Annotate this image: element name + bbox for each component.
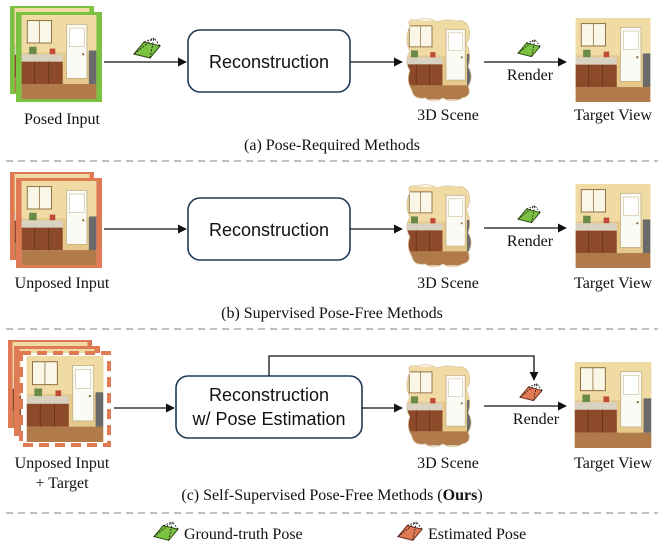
legend-est-label: Estimated Pose (428, 526, 526, 543)
panel-b-caption: (b) Supervised Pose-Free Methods (221, 305, 443, 322)
panel-b: Unposed Input Reconstruction 3D Scene Re… (10, 172, 652, 322)
posed-input-label: Posed Input (24, 111, 101, 128)
panel-a-caption: (a) Pose-Required Methods (244, 137, 420, 154)
ground-truth-pose-icon (517, 39, 541, 58)
unposed-input-label: Unposed Input (15, 455, 110, 472)
reconstruction-label: Reconstruction (209, 220, 329, 240)
ground-truth-pose-icon (517, 205, 541, 224)
ground-truth-pose-icon (133, 37, 161, 59)
plus-target-label: + Target (35, 475, 89, 492)
scene-label: 3D Scene (417, 455, 479, 472)
target-view-label: Target View (574, 275, 652, 292)
unposed-input-stack (10, 172, 102, 268)
render-label: Render (513, 411, 560, 428)
target-view-label: Target View (574, 107, 652, 124)
3d-scene-image (404, 365, 474, 447)
target-view-image (575, 184, 651, 268)
pose-estimation-label: w/ Pose Estimation (191, 409, 345, 429)
target-view-label: Target View (574, 455, 652, 472)
render-label: Render (507, 67, 554, 84)
legend-gt-label: Ground-truth Pose (184, 526, 303, 543)
3d-scene-image (404, 19, 474, 101)
reconstruction-label: Reconstruction (209, 52, 329, 72)
panel-c-caption: (c) Self-Supervised Pose-Free Methods (O… (181, 487, 482, 504)
pose-estimate-arrow (268, 355, 539, 381)
estimated-pose-icon (397, 521, 423, 541)
estimated-pose-icon (519, 383, 543, 402)
unposed-input-target-stack (8, 340, 111, 447)
panel-a: Posed Input Reconstruction 3D Scene Rend… (10, 6, 652, 154)
posed-input-stack (10, 6, 102, 102)
unposed-input-label: Unposed Input (15, 275, 110, 292)
panel-c: Unposed Input + Target Reconstruction w/… (8, 340, 652, 504)
scene-label: 3D Scene (417, 275, 479, 292)
target-view-image (574, 362, 652, 448)
scene-label: 3D Scene (417, 107, 479, 124)
reconstruction-box (187, 29, 351, 93)
legend: Ground-truth Pose Estimated Pose (153, 521, 526, 543)
3d-scene-image (404, 185, 474, 267)
render-label: Render (507, 233, 554, 250)
ground-truth-pose-icon (153, 521, 179, 541)
target-view-image (575, 18, 651, 102)
reconstruction-label: Reconstruction (209, 385, 329, 405)
